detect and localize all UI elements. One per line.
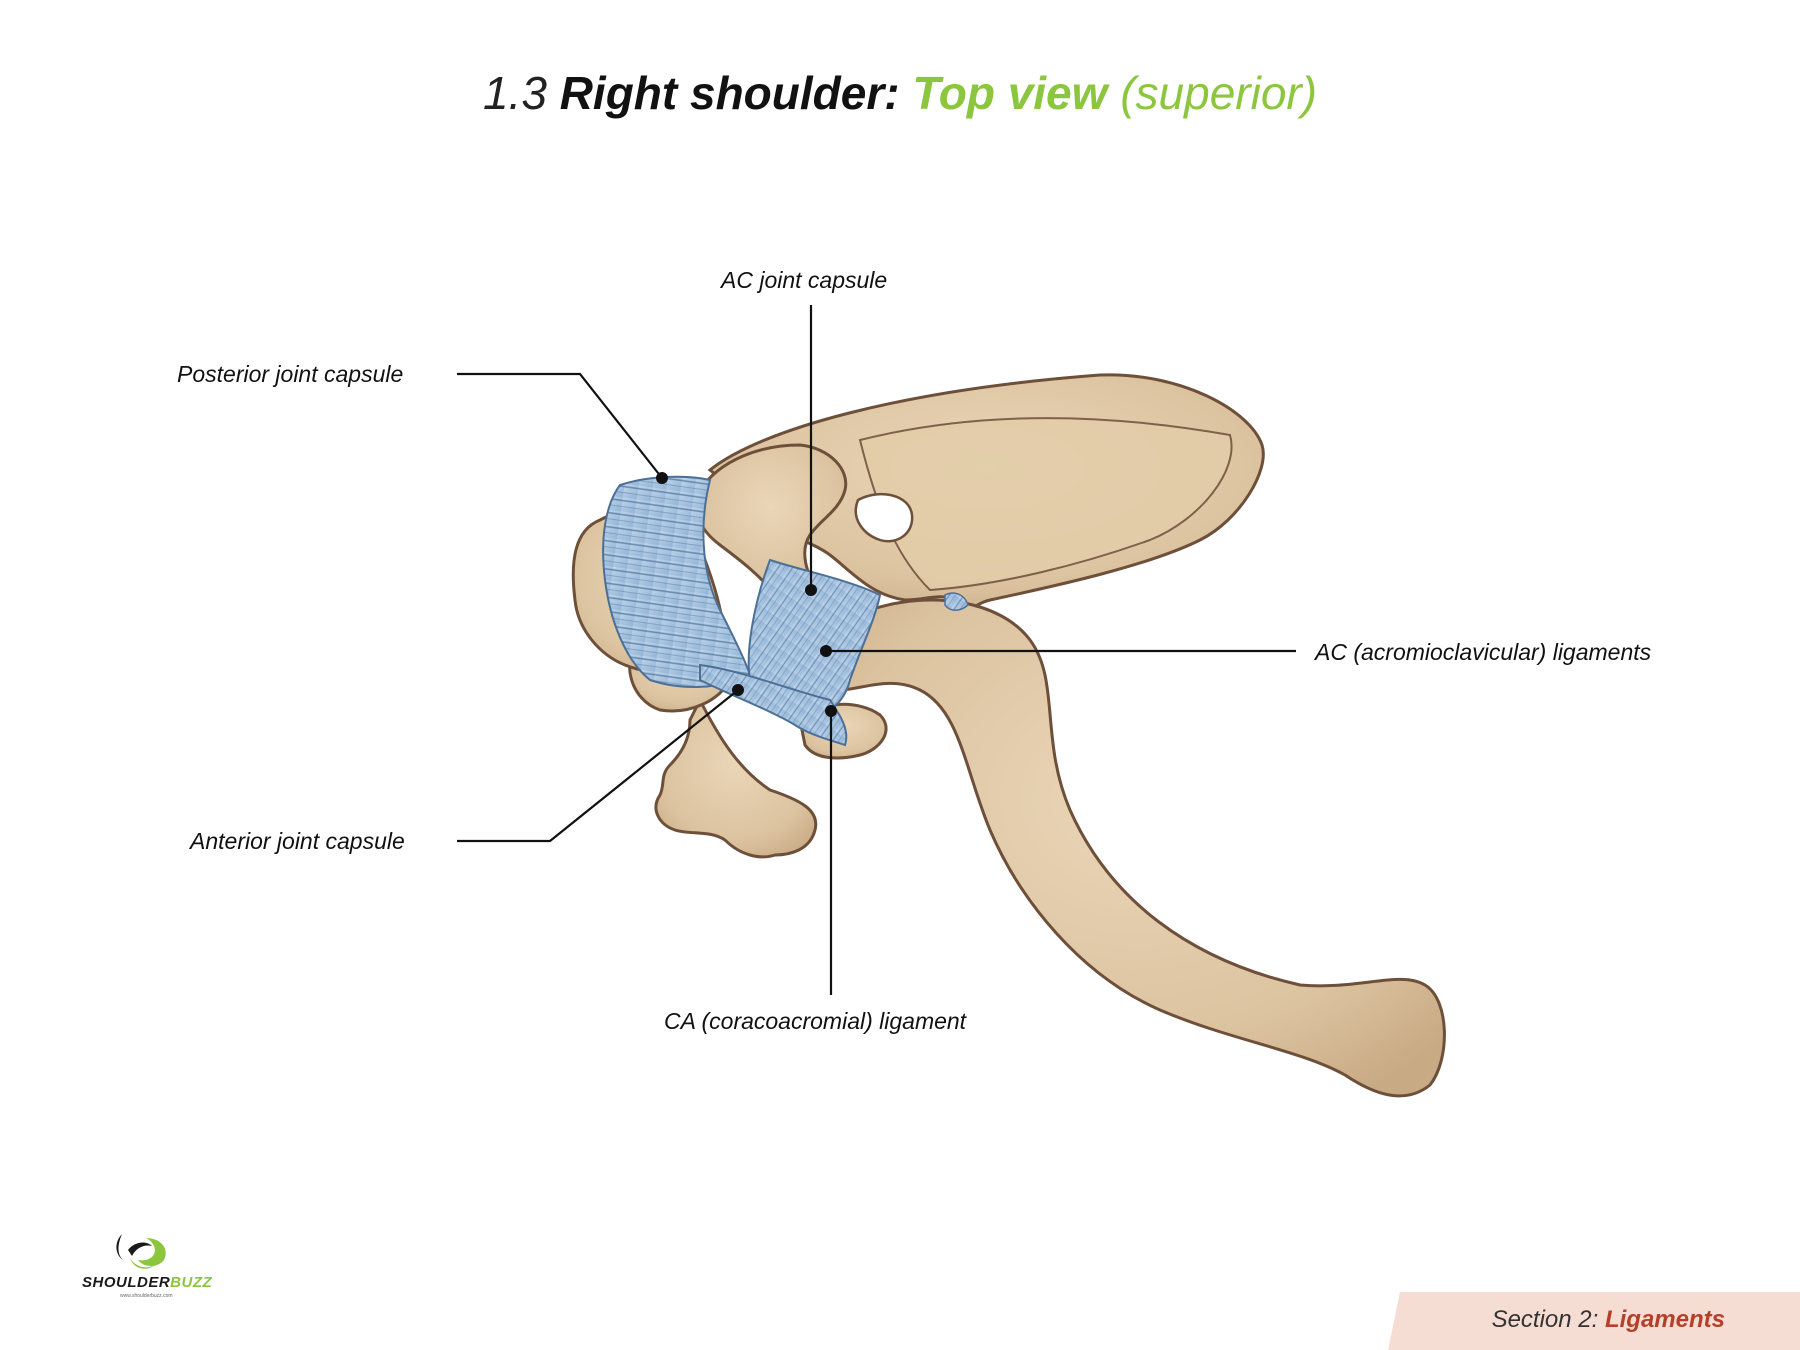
ac-joint-capsule-ligament	[747, 558, 882, 722]
title-number: 1.3	[482, 67, 547, 119]
logo-swoosh-green2	[130, 1258, 156, 1269]
logo-swoosh-green	[138, 1238, 166, 1266]
leader-dot-ca-ligament	[825, 705, 837, 717]
label-ca-ligament: CA (coracoacromial) ligament	[664, 1008, 967, 1034]
label-posterior-joint-capsule: Posterior joint capsule	[177, 361, 404, 387]
title-qualifier: (superior)	[1120, 67, 1318, 119]
footer-section-name: Ligaments	[1604, 1306, 1725, 1333]
logo-url: www.shoulderbuzz.com	[120, 1293, 173, 1299]
leader-posterior-capsule	[457, 372, 663, 479]
leader-dot-anterior-capsule	[732, 684, 744, 696]
page-title: 1.3 Right shoulder: Top view (superior)	[0, 66, 1800, 120]
scapular-notch	[854, 492, 914, 543]
label-ac-joint-capsule: AC joint capsule	[721, 267, 888, 293]
leader-dot-posterior-capsule	[656, 472, 668, 484]
coracoid-bone	[654, 696, 818, 859]
label-ac-ligaments: AC (acromioclavicular) ligaments	[1315, 639, 1652, 665]
label-anterior-joint-capsule: Anterior joint capsule	[190, 828, 405, 854]
logo-wordmark: SHOULDERBUZZ	[82, 1274, 212, 1291]
leader-dot-ac-joint-capsule	[805, 584, 817, 596]
title-main: Right shoulder:	[559, 67, 900, 119]
scapula-inner-ridge	[858, 417, 1233, 592]
leader-dot-ac-ligaments	[820, 645, 832, 657]
logo-swoosh-dark	[116, 1234, 126, 1262]
logo-brand-part1: SHOULDER	[82, 1274, 171, 1291]
footer-band	[1388, 1292, 1800, 1350]
shoulderbuzz-logo	[116, 1234, 166, 1269]
leader-anterior-capsule	[457, 689, 739, 843]
clavicle-bone	[828, 598, 1446, 1098]
footer-section: Section 2: Ligaments	[1492, 1306, 1725, 1334]
footer-section-number: Section 2:	[1491, 1306, 1599, 1333]
ac-ligament-small	[944, 592, 969, 611]
title-view: Top view	[912, 67, 1108, 119]
logo-brand-part2: BUZZ	[170, 1274, 213, 1291]
logo-swoosh-dark2	[128, 1242, 152, 1256]
